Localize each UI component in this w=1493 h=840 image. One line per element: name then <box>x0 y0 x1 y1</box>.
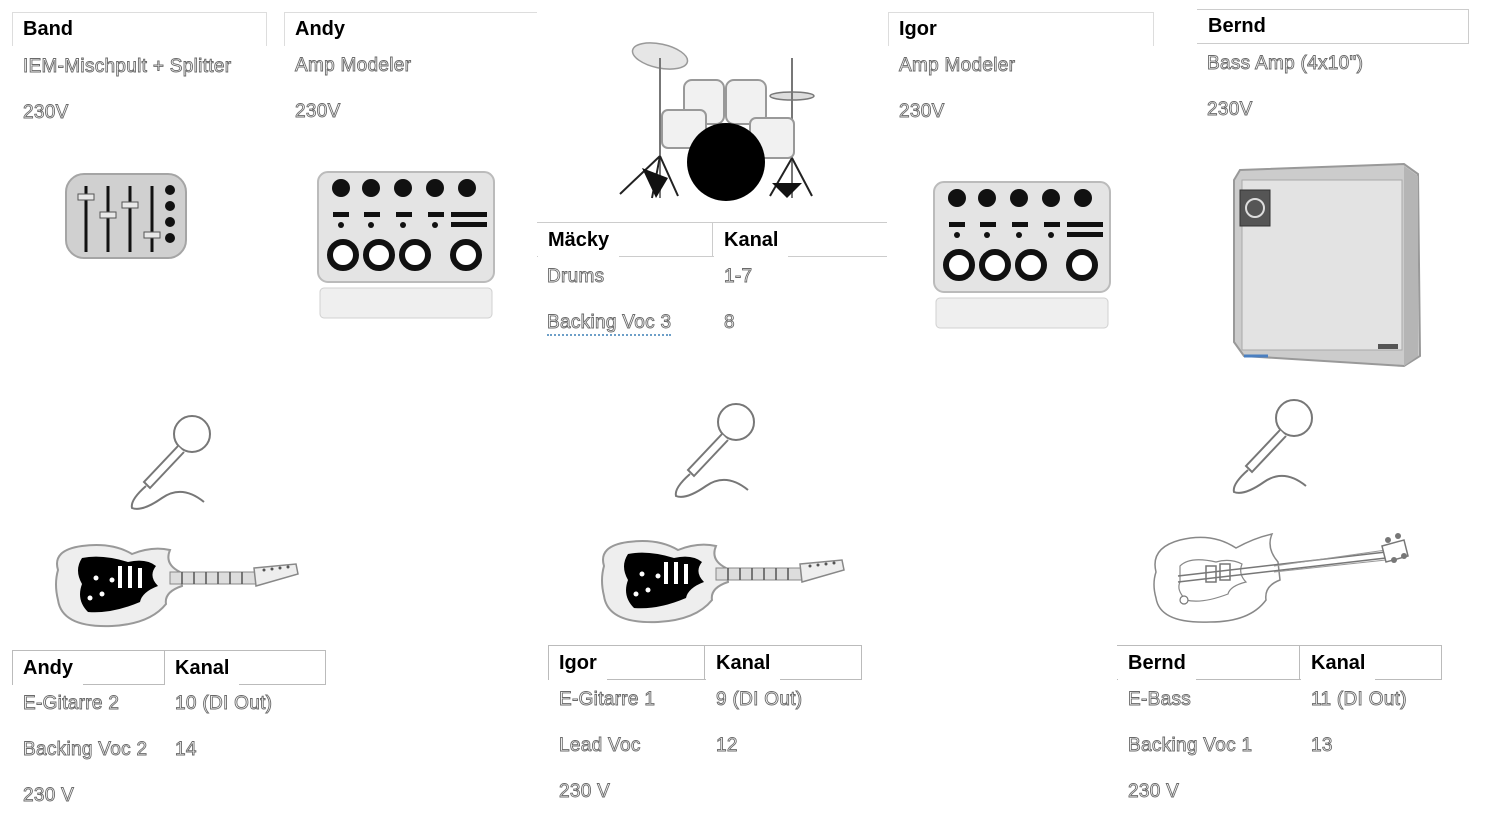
igor-top-header: Igor <box>889 13 947 46</box>
drum-kit-icon <box>619 42 815 201</box>
andy-table-divider <box>164 650 165 685</box>
bass-cabinet-icon <box>1233 162 1422 368</box>
andy-row-2-name: Backing Voc 2 <box>23 739 148 761</box>
bernd-top-header: Bernd <box>1198 10 1276 43</box>
mixer-icon <box>65 173 187 259</box>
drums-row-2-name: Backing Voc 3 <box>547 312 671 336</box>
drums-row-1-name: Drums <box>547 266 605 288</box>
drums-table-header-name: Mäcky <box>538 224 620 257</box>
bernd-top-header-border <box>1197 9 1469 44</box>
igor-table-header-name: Igor <box>549 647 607 680</box>
andy-row-2-channel: 14 <box>175 739 197 761</box>
igor-table-header-border <box>548 645 862 680</box>
bernd-row-2-channel: 13 <box>1311 735 1333 757</box>
drums-row-2-channel: 8 <box>724 312 735 334</box>
bernd-top-power: 230V <box>1207 99 1253 121</box>
bernd-table-divider <box>1299 645 1300 680</box>
igor-table-divider <box>704 645 705 680</box>
bass-guitar-icon <box>1153 532 1409 623</box>
bernd-power: 230 V <box>1128 781 1180 803</box>
drums-table-header-channel: Kanal <box>714 224 789 257</box>
band-header-border <box>12 12 267 46</box>
igor-row-1-channel: 9 (DI Out) <box>716 689 803 711</box>
bernd-top-item: Bass Amp (4x10") <box>1207 53 1364 75</box>
amp-modeler-icon <box>933 181 1111 329</box>
andy-top-header: Andy <box>285 13 355 46</box>
andy-row-1-channel: 10 (DI Out) <box>175 693 273 715</box>
igor-row-2-name: Lead Voc <box>559 735 641 757</box>
drums-row-1-channel: 1-7 <box>724 266 753 288</box>
andy-top-item: Amp Modeler <box>295 55 412 77</box>
bernd-table-header-channel: Kanal <box>1301 647 1376 680</box>
andy-table-header-channel: Kanal <box>165 652 240 685</box>
igor-top-header-border <box>888 12 1154 46</box>
band-header: Band <box>13 13 83 46</box>
igor-power: 230 V <box>559 781 611 803</box>
microphone-icon <box>674 403 755 498</box>
andy-power: 230 V <box>23 785 75 807</box>
bernd-row-2-name: Backing Voc 1 <box>1128 735 1253 757</box>
microphone-icon <box>130 415 211 510</box>
andy-top-power: 230V <box>295 101 341 123</box>
amp-modeler-icon <box>317 171 495 319</box>
andy-table-header-name: Andy <box>13 652 83 685</box>
bernd-row-1-name: E-Bass <box>1128 689 1192 711</box>
igor-row-2-channel: 12 <box>716 735 738 757</box>
microphone-icon <box>1232 399 1313 494</box>
electric-guitar-icon <box>55 544 299 628</box>
drums-table-divider <box>712 222 713 256</box>
bernd-table-header-border <box>1117 645 1442 680</box>
igor-top-power: 230V <box>899 101 945 123</box>
bernd-row-1-channel: 11 (DI Out) <box>1311 689 1407 711</box>
igor-top-item: Amp Modeler <box>899 55 1016 77</box>
igor-table-header-channel: Kanal <box>706 647 781 680</box>
igor-row-1-name: E-Gitarre 1 <box>559 689 656 711</box>
band-power: 230V <box>23 102 69 124</box>
andy-top-header-border <box>284 12 537 46</box>
bernd-table-header-name: Bernd <box>1118 647 1196 680</box>
andy-row-1-name: E-Gitarre 2 <box>23 693 120 715</box>
electric-guitar-icon <box>601 540 845 624</box>
band-item: IEM-Mischpult + Splitter <box>23 56 232 78</box>
